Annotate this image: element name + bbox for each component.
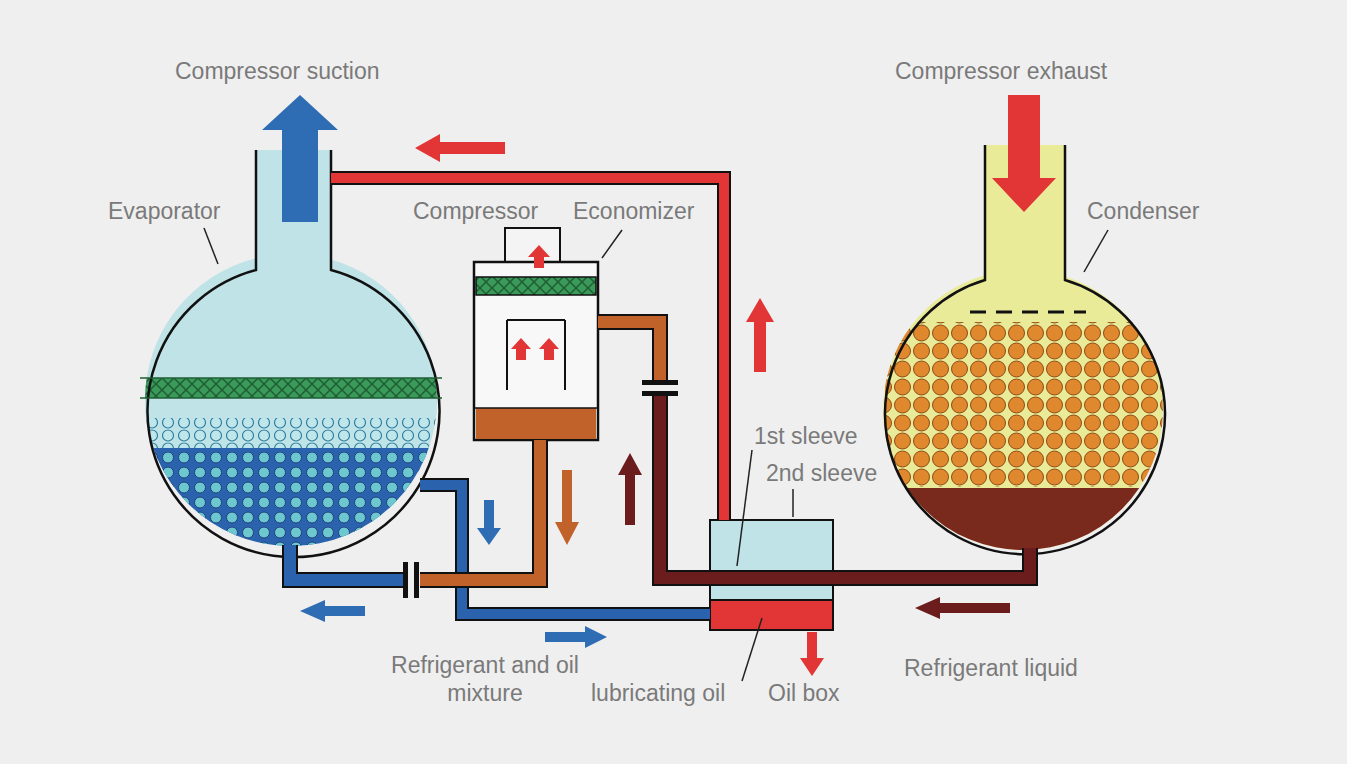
leader-lines <box>204 228 1108 681</box>
part-name: Condenser <box>1087 198 1200 226</box>
part-name: Economizer <box>573 198 694 226</box>
part-name: Oil box <box>768 680 840 708</box>
flow-label: Refrigerant and oil mixture <box>378 652 592 707</box>
part-name: 2nd sleeve <box>766 460 877 488</box>
flow-label: Refrigerant liquid <box>904 655 1078 683</box>
part-name: lubricating oil <box>591 680 725 708</box>
part-name: 1st sleeve <box>754 423 858 451</box>
part-name: Compressor <box>413 198 538 226</box>
annotation-label: Compressor suction <box>175 58 380 86</box>
part-name: Evaporator <box>108 198 221 226</box>
annotation-label: Compressor exhaust <box>895 58 1107 86</box>
